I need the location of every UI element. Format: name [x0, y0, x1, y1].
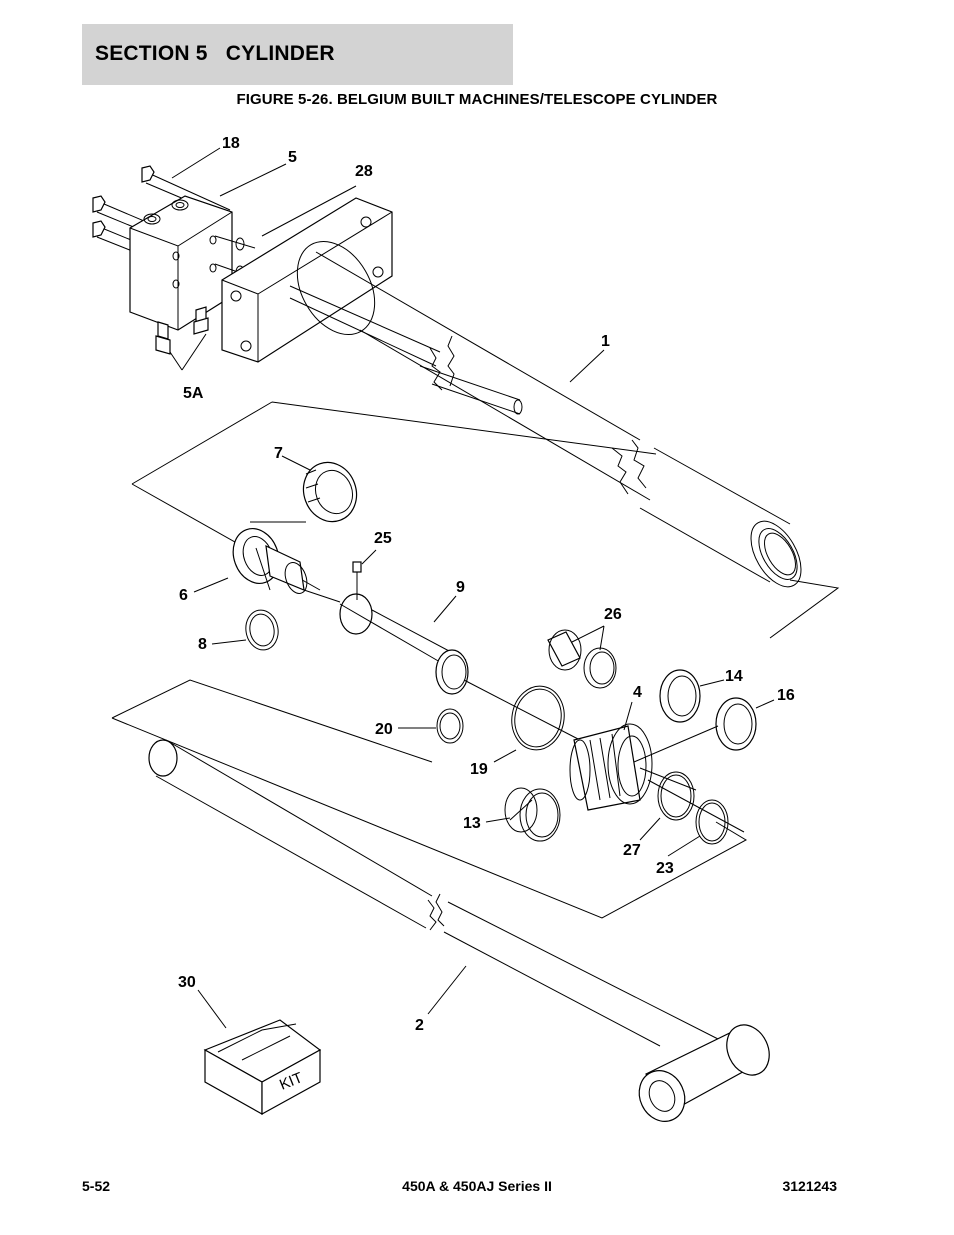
- section-header: SECTION 5 CYLINDER: [82, 24, 513, 85]
- footer-doc-number: 3121243: [782, 1178, 837, 1194]
- callout-27: 27: [623, 842, 641, 859]
- callout-14: 14: [725, 668, 743, 685]
- callout-30: 30: [178, 974, 196, 991]
- callout-28: 28: [355, 163, 373, 180]
- cylinder-rod: [148, 739, 770, 1122]
- callout-18: 18: [222, 135, 240, 152]
- section-title: SECTION 5 CYLINDER: [95, 42, 335, 65]
- seal-kit-box: KIT: [203, 1019, 322, 1116]
- callout-16: 16: [777, 687, 795, 704]
- figure-title: FIGURE 5-26. BELGIUM BUILT MACHINES/TELE…: [236, 91, 718, 108]
- callout-13: 13: [463, 815, 481, 832]
- callout-9: 9: [456, 579, 465, 596]
- callout-26: 26: [604, 606, 622, 623]
- leader-lines: [169, 147, 775, 1029]
- callout-7: 7: [274, 445, 283, 462]
- valve-manifold: [129, 195, 233, 355]
- footer-model: 450A & 450AJ Series II: [402, 1178, 552, 1194]
- callout-2: 2: [415, 1017, 424, 1034]
- callout-25: 25: [374, 530, 392, 547]
- callout-5: 5: [288, 149, 297, 166]
- footer-page-number: 5-52: [82, 1178, 111, 1194]
- piston-assembly: [504, 629, 757, 845]
- callout-23: 23: [656, 860, 674, 877]
- callout-labels: 18 5 28 1 5A 7 25 9 6 26 8 4 14 16 20 19…: [178, 135, 795, 1034]
- callout-1: 1: [601, 333, 610, 350]
- callout-5a: 5A: [183, 385, 204, 402]
- callout-4: 4: [633, 684, 642, 701]
- callout-8: 8: [198, 636, 207, 653]
- cylinder-barrel: [221, 197, 802, 588]
- spacer-tube: [303, 561, 581, 744]
- callout-19: 19: [470, 761, 488, 778]
- assembly-outline-lower: [111, 679, 748, 919]
- callout-6: 6: [179, 587, 188, 604]
- callout-20: 20: [375, 721, 393, 738]
